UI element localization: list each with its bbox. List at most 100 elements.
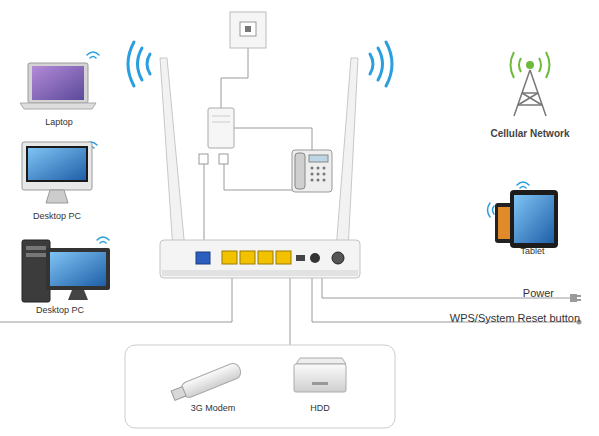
device-node: Desktop PC: [10, 140, 104, 222]
wire: [221, 48, 248, 108]
antenna: [160, 58, 185, 250]
desktop-icon: [22, 240, 110, 302]
wifi-signal: [370, 54, 373, 74]
cell-tower-icon: [511, 52, 515, 78]
telephone: [317, 167, 320, 170]
desktop-icon: [26, 146, 88, 182]
antenna: [336, 58, 358, 250]
wall-jack: [240, 22, 256, 36]
hdd-icon: [294, 364, 346, 392]
wifi-signal: [378, 48, 383, 80]
device-label: Desktop PC: [10, 305, 110, 316]
device-label: 3G Modem: [163, 403, 263, 414]
device-node: Cellular Network: [478, 45, 582, 139]
wifi-signal: [147, 54, 150, 74]
router-port: [196, 252, 210, 264]
laptop-icon: [20, 63, 96, 109]
router-port: [196, 251, 344, 264]
desktop-icon: [68, 290, 88, 300]
device-node: HDD: [278, 356, 362, 414]
wire-end: [577, 299, 581, 301]
device-label: Tablet: [485, 246, 580, 257]
wall-jack: [245, 26, 251, 32]
telephone: [311, 167, 314, 170]
wifi-signal: [493, 206, 495, 214]
splitter: [199, 108, 234, 164]
cell-tower-icon: [522, 92, 538, 94]
splitter: [199, 154, 208, 164]
telephone: [309, 155, 328, 162]
desktop-icon: [22, 240, 50, 302]
device-node: Laptop: [14, 58, 104, 128]
accessory-frame: [125, 345, 395, 428]
wifi-signal: [87, 52, 99, 55]
desktop-icon: [26, 253, 46, 257]
router-port: [258, 251, 273, 264]
router-body: [162, 270, 358, 276]
cell-tower-icon: [511, 52, 550, 116]
tablet-icon: [510, 190, 558, 248]
splitter: [212, 116, 230, 117]
telephone: [323, 179, 326, 182]
router-port: [310, 253, 320, 263]
wire-end: [577, 295, 581, 297]
desktop-icon: [22, 142, 92, 190]
telephone: [292, 150, 332, 192]
splitter: [219, 154, 228, 164]
cell-tower-icon: [539, 58, 541, 72]
wifi-signal: [517, 182, 529, 185]
telephone: [311, 173, 314, 176]
router-port: [296, 255, 305, 261]
hdd-icon: [312, 382, 328, 385]
telephone: [323, 167, 326, 170]
wifi-signal: [520, 187, 526, 189]
cell-tower-icon: [518, 104, 542, 106]
wifi-signal: [138, 48, 143, 80]
telephone: [292, 150, 332, 192]
wifi-signal: [90, 57, 96, 59]
wire: [204, 164, 205, 252]
telephone: [295, 153, 305, 189]
router-port: [222, 251, 237, 264]
modem-icon: [179, 361, 242, 399]
wire-end: [570, 294, 577, 302]
desktop-icon: [22, 142, 92, 203]
telephone: [317, 173, 320, 176]
wifi-signal: [85, 42, 529, 243]
wire: [234, 128, 312, 150]
cell-tower-icon: [519, 58, 521, 72]
device-label: HDD: [278, 403, 362, 414]
telephone: [311, 167, 326, 182]
router-port: [332, 252, 344, 264]
wall-jack: [230, 12, 266, 48]
router-body: [160, 240, 360, 278]
splitter: [208, 108, 234, 148]
device-label: Desktop PC: [10, 211, 104, 222]
cell-tower-icon: [526, 61, 534, 69]
splitter: [212, 122, 230, 123]
hdd-icon: [294, 358, 346, 392]
router-port: [276, 251, 291, 264]
device-node: Tablet: [485, 185, 580, 257]
modem-icon: [171, 387, 186, 401]
telephone: [317, 179, 320, 182]
modem-icon: [170, 361, 243, 403]
laptop-icon: [32, 66, 84, 100]
accessory-frame: [125, 345, 395, 428]
wifi-signal: [386, 42, 392, 86]
tablet-icon: [514, 195, 554, 243]
wire: [290, 278, 291, 345]
device-node: 3G Modem: [163, 356, 263, 414]
router-body: [160, 240, 360, 278]
cell-tower-icon: [514, 70, 546, 116]
tablet-icon: [495, 190, 558, 248]
device-label: Laptop: [14, 117, 104, 128]
desktop-icon: [50, 252, 106, 286]
modem-icon: [170, 361, 243, 403]
wifi-signal: [488, 203, 491, 217]
telephone: [311, 179, 314, 182]
wire: [0, 48, 578, 345]
hdd-icon: [296, 358, 346, 364]
